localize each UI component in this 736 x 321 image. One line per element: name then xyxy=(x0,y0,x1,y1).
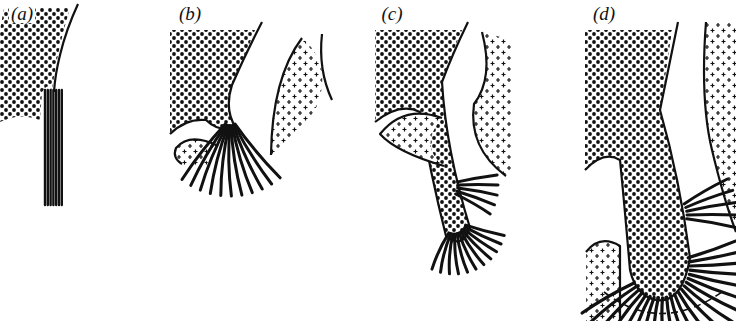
fibre xyxy=(458,175,497,182)
fibre-bundle xyxy=(45,90,62,205)
panel-label: (a) xyxy=(9,4,35,23)
panel-label: (c) xyxy=(379,4,404,23)
fibre-bundle xyxy=(582,179,736,321)
fibre xyxy=(229,126,232,196)
fibre xyxy=(690,270,736,275)
fibre xyxy=(687,219,736,228)
fibre xyxy=(457,234,467,273)
fibre xyxy=(690,262,736,266)
panel-d xyxy=(585,22,736,321)
fibre xyxy=(49,90,51,205)
fibre xyxy=(662,298,668,321)
panel-label: (d) xyxy=(591,4,617,23)
fibre-bundle xyxy=(432,175,504,274)
panel-c xyxy=(375,22,512,241)
fibre xyxy=(52,90,54,205)
panel-label: (b) xyxy=(177,4,203,23)
panel-a xyxy=(0,4,78,122)
fibre xyxy=(654,298,659,321)
fibre xyxy=(47,90,49,205)
fibre xyxy=(458,183,498,186)
fibre xyxy=(182,124,225,179)
fibre xyxy=(582,283,634,313)
fibre xyxy=(432,233,449,269)
fibre xyxy=(687,213,736,217)
fibre xyxy=(598,290,640,321)
fibre xyxy=(456,194,491,214)
fibre xyxy=(667,297,680,321)
fibre xyxy=(61,90,63,205)
fibre-bundle xyxy=(182,124,280,196)
fibre xyxy=(55,90,57,205)
fibre xyxy=(675,294,704,321)
fibre xyxy=(191,125,226,185)
fibre xyxy=(687,203,736,212)
fibre xyxy=(58,90,60,205)
fibre xyxy=(689,249,736,261)
fibre xyxy=(671,296,693,321)
fibre xyxy=(455,234,459,274)
fibre xyxy=(231,126,242,195)
fibre xyxy=(44,90,46,205)
